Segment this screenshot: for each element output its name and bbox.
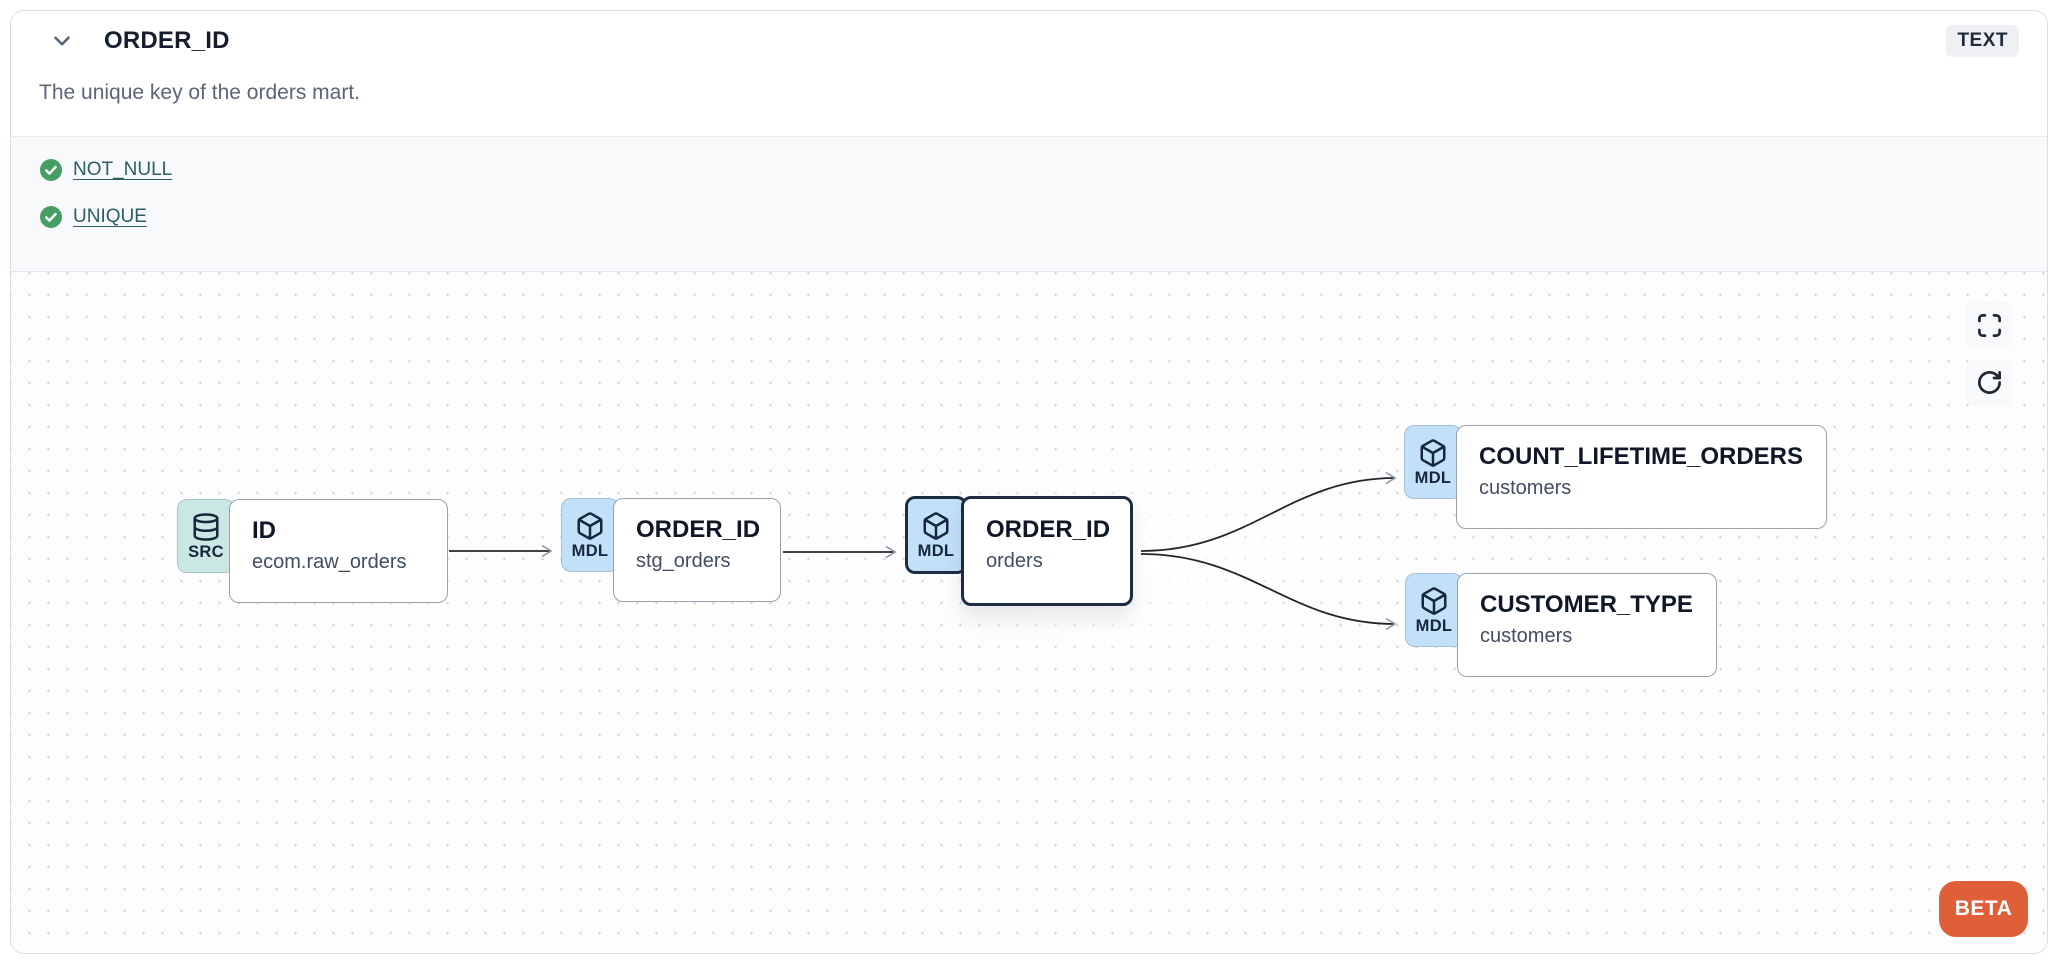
tests-section: NOT_NULL UNIQUE bbox=[11, 136, 2047, 272]
node-title: ORDER_ID bbox=[986, 516, 1111, 543]
refresh-button[interactable] bbox=[1966, 359, 2013, 406]
node-card: ORDER_ID orders bbox=[961, 496, 1133, 606]
lineage-node-stg-orders[interactable]: MDL ORDER_ID stg_orders bbox=[561, 498, 781, 602]
node-subtitle: customers bbox=[1479, 477, 1572, 499]
node-kind-label: MDL bbox=[571, 542, 609, 560]
node-kind-label: MDL bbox=[1415, 617, 1453, 635]
lineage-node-customer-type[interactable]: MDL CUSTOMER_TYPE customers bbox=[1405, 573, 1717, 677]
column-description: The unique key of the orders mart. bbox=[39, 81, 360, 104]
cube-icon bbox=[1418, 438, 1448, 468]
canvas-controls bbox=[1966, 302, 2013, 406]
node-subtitle: customers bbox=[1480, 625, 1573, 647]
node-title: CUSTOMER_TYPE bbox=[1480, 591, 1693, 618]
beta-badge: BETA bbox=[1939, 881, 2028, 937]
node-title: COUNT_LIFETIME_ORDERS bbox=[1479, 443, 1804, 470]
lineage-node-orders-selected[interactable]: MDL ORDER_ID orders bbox=[905, 496, 1133, 606]
test-row: NOT_NULL bbox=[39, 158, 2019, 182]
collapse-button[interactable] bbox=[47, 26, 77, 56]
node-kind-badge: MDL bbox=[561, 498, 619, 572]
node-title: ORDER_ID bbox=[636, 516, 761, 543]
column-title: ORDER_ID bbox=[104, 27, 230, 54]
node-kind-label: SRC bbox=[188, 543, 224, 561]
node-kind-label: MDL bbox=[1414, 469, 1452, 487]
node-kind-badge: MDL bbox=[1404, 425, 1462, 499]
node-subtitle: stg_orders bbox=[636, 550, 731, 572]
lineage-edges bbox=[449, 471, 1397, 631]
cube-icon bbox=[575, 511, 605, 541]
lineage-node-source-id[interactable]: SRC ID ecom.raw_orders bbox=[177, 499, 448, 603]
lineage-node-count-lifetime-orders[interactable]: MDL COUNT_LIFETIME_ORDERS customers bbox=[1404, 425, 1827, 529]
rotate-cw-icon bbox=[1976, 369, 2003, 396]
node-kind-badge: MDL bbox=[905, 496, 967, 574]
node-subtitle: ecom.raw_orders bbox=[252, 551, 407, 573]
column-detail-panel: ORDER_ID TEXT The unique key of the orde… bbox=[10, 10, 2048, 954]
chevron-down-icon bbox=[49, 28, 75, 54]
node-card: ID ecom.raw_orders bbox=[229, 499, 448, 603]
test-row: UNIQUE bbox=[39, 205, 2019, 229]
node-card: COUNT_LIFETIME_ORDERS customers bbox=[1456, 425, 1827, 529]
node-kind-label: MDL bbox=[917, 542, 955, 560]
panel-header: ORDER_ID TEXT The unique key of the orde… bbox=[11, 11, 2047, 136]
check-circle-icon bbox=[39, 205, 63, 229]
node-kind-badge: MDL bbox=[1405, 573, 1463, 647]
node-card: ORDER_ID stg_orders bbox=[613, 498, 781, 602]
test-link-not-null[interactable]: NOT_NULL bbox=[73, 159, 173, 180]
lineage-canvas[interactable]: SRC ID ecom.raw_orders MDL ORDER_ID stg_… bbox=[11, 272, 2047, 953]
cube-icon bbox=[1419, 586, 1449, 616]
node-subtitle: orders bbox=[986, 550, 1043, 572]
check-circle-icon bbox=[39, 158, 63, 182]
data-type-badge: TEXT bbox=[1946, 25, 2019, 57]
test-link-unique[interactable]: UNIQUE bbox=[73, 206, 147, 227]
node-card: CUSTOMER_TYPE customers bbox=[1457, 573, 1717, 677]
maximize-icon bbox=[1976, 312, 2003, 339]
cube-icon bbox=[921, 511, 951, 541]
database-icon bbox=[191, 512, 221, 542]
node-kind-badge: SRC bbox=[177, 499, 235, 573]
node-title: ID bbox=[252, 517, 276, 544]
fullscreen-button[interactable] bbox=[1966, 302, 2013, 349]
